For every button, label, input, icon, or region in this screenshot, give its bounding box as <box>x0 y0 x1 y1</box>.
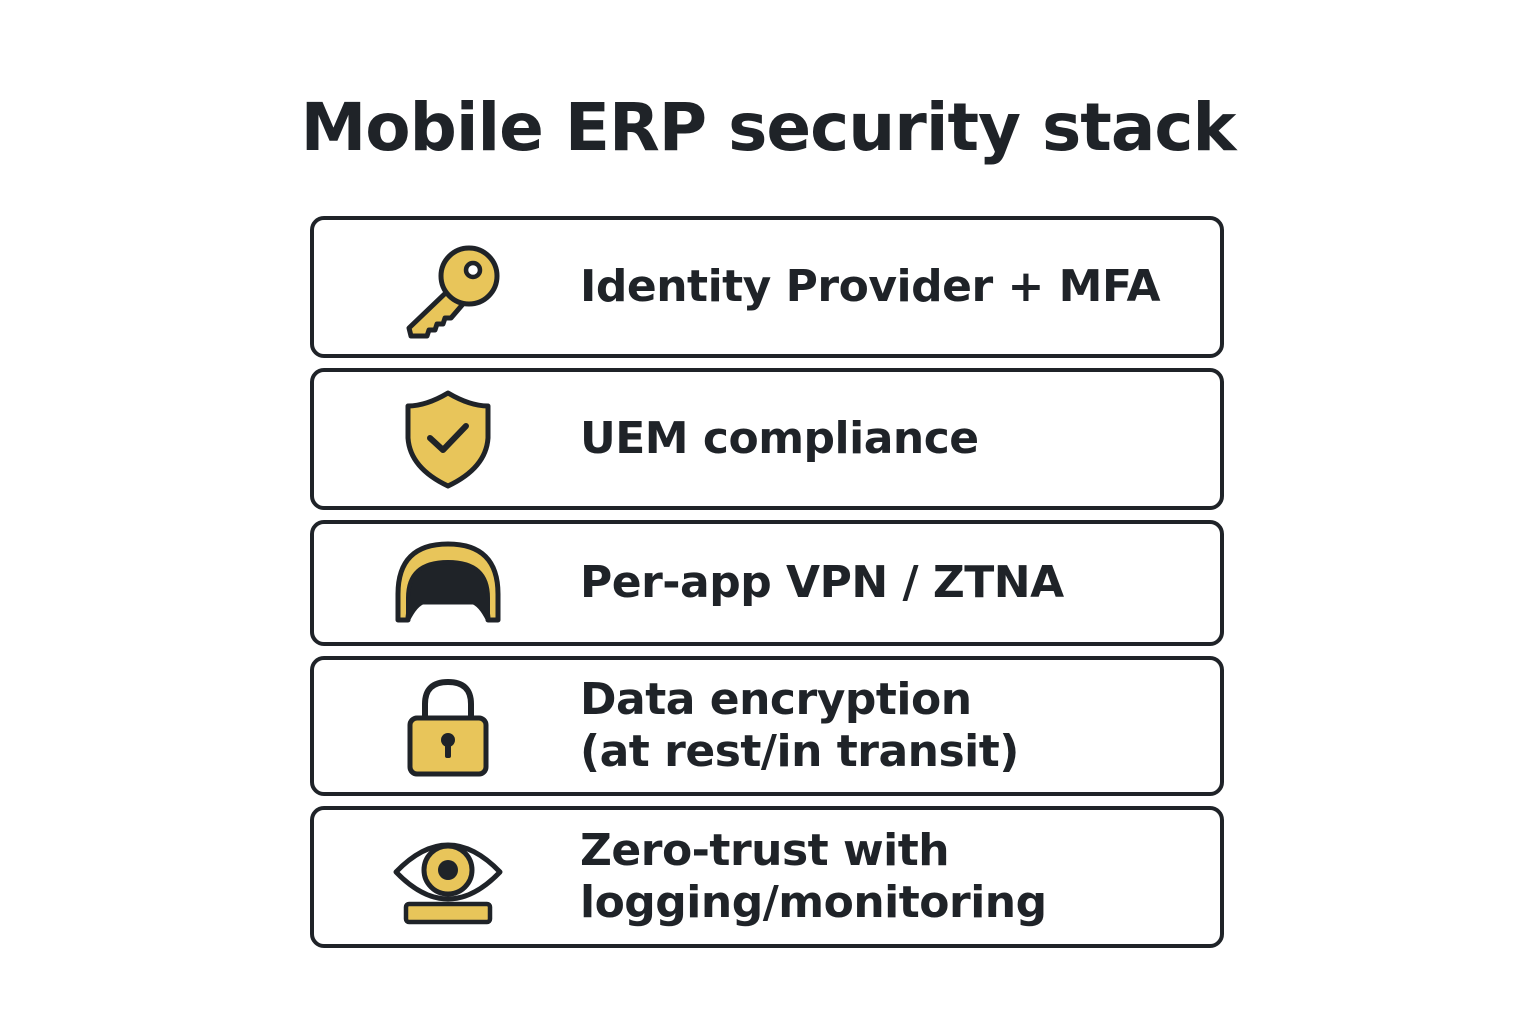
layer-identity-provider: Identity Provider + MFA <box>310 216 1224 358</box>
layer-label-line: Data encryption <box>580 674 972 725</box>
layer-label-line: Zero-trust with <box>580 825 950 876</box>
padlock-icon <box>392 676 504 780</box>
layer-label-line: logging/monitoring <box>580 877 1047 928</box>
layer-label-line: UEM compliance <box>580 413 979 464</box>
layer-label-line: Identity Provider + MFA <box>580 261 1161 312</box>
layer-label-line: (at rest/in transit) <box>580 726 1019 777</box>
layer-data-encryption: Data encryption (at rest/in transit) <box>310 656 1224 796</box>
layer-label: Identity Provider + MFA <box>580 220 1200 354</box>
layer-label-line: Per-app VPN / ZTNA <box>580 557 1064 608</box>
layer-label: Zero-trust with logging/monitoring <box>580 810 1200 944</box>
shield-check-icon <box>392 388 504 490</box>
layer-per-app-vpn: Per-app VPN / ZTNA <box>310 520 1224 646</box>
tunnel-icon <box>392 538 504 630</box>
layer-zero-trust: Zero-trust with logging/monitoring <box>310 806 1224 948</box>
layer-uem-compliance: UEM compliance <box>310 368 1224 510</box>
layer-label: Data encryption (at rest/in transit) <box>580 660 1200 792</box>
key-icon <box>392 240 504 340</box>
layer-label: Per-app VPN / ZTNA <box>580 524 1200 642</box>
diagram-title: Mobile ERP security stack <box>300 89 1237 166</box>
eye-icon <box>392 832 504 932</box>
layer-label: UEM compliance <box>580 372 1200 506</box>
